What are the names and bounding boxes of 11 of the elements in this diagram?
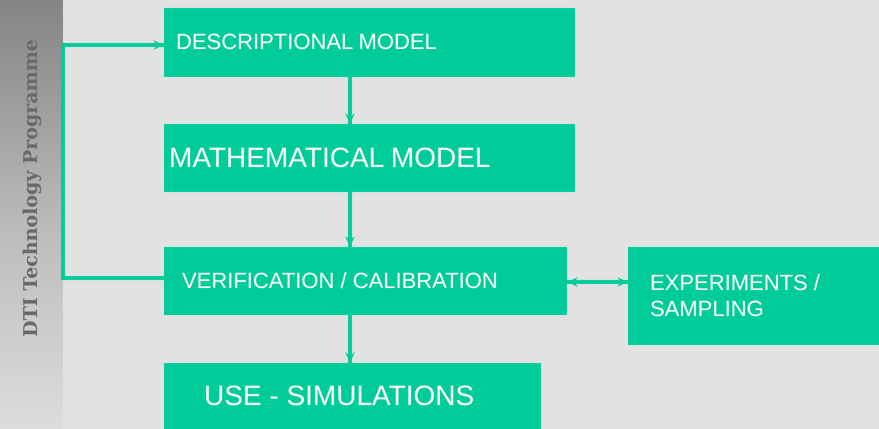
process-box: MATHEMATICAL MODEL bbox=[164, 124, 575, 192]
process-box: EXPERIMENTS / SAMPLING bbox=[628, 247, 879, 345]
sidebar-label: DTI Technology Programme bbox=[20, 39, 42, 337]
arrow bbox=[567, 277, 628, 287]
process-box: DESCRIPTIONAL MODEL bbox=[164, 8, 575, 77]
arrow bbox=[345, 192, 355, 247]
process-box: USE - SIMULATIONS bbox=[164, 363, 541, 429]
process-box: VERIFICATION / CALIBRATION bbox=[164, 247, 567, 315]
arrow bbox=[345, 315, 355, 363]
arrow bbox=[345, 77, 355, 124]
arrow bbox=[61, 40, 164, 280]
